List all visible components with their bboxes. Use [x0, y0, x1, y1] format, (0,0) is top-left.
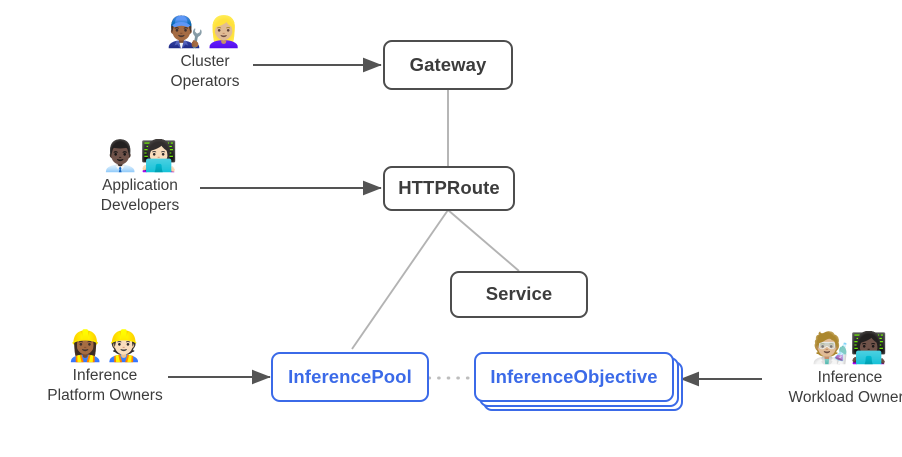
node-inferencepool-label: InferencePool — [288, 365, 412, 387]
node-service[interactable]: Service — [450, 271, 588, 318]
application-developers-label-line1: Application — [102, 177, 178, 194]
node-gateway[interactable]: Gateway — [383, 40, 513, 90]
cluster-operators-avatar-icon: 👨🏾‍🔧👱🏼‍♀️ — [166, 15, 244, 50]
inference-workload-owners-label-line1: Inference — [817, 369, 883, 386]
persona-application-developers: 👨🏿‍💼👩🏻‍💻 Application Developers — [80, 140, 200, 216]
cluster-operators-label-line1: Cluster — [180, 53, 230, 70]
inference-platform-owners-label-line2: Platform Owners — [47, 387, 163, 404]
node-inferenceobjective[interactable]: InferenceObjective — [474, 352, 674, 402]
persona-cluster-operators: 👨🏾‍🔧👱🏼‍♀️ Cluster Operators — [144, 16, 266, 92]
cluster-operators-label-line2: Operators — [170, 73, 240, 90]
persona-inference-workload-owners: 🧑🏼‍🔬👩🏿‍💻 Inference Workload Owners — [760, 332, 902, 408]
node-httproute[interactable]: HTTPRoute — [383, 166, 515, 211]
node-service-label: Service — [485, 283, 553, 305]
inference-workload-owners-avatar-icon: 🧑🏼‍🔬👩🏿‍💻 — [811, 331, 889, 366]
node-inferenceobjective-label: InferenceObjective — [490, 365, 658, 387]
edge-httproute-to-service — [447, 209, 520, 272]
edge-httproute-to-inferencepool — [351, 209, 449, 350]
node-httproute-label: HTTPRoute — [398, 177, 500, 199]
application-developers-avatar-icon: 👨🏿‍💼👩🏻‍💻 — [101, 139, 179, 174]
inference-platform-owners-label-line1: Inference — [72, 367, 138, 384]
node-inferencepool[interactable]: InferencePool — [271, 352, 429, 402]
inference-platform-owners-avatar-icon: 👷🏾‍♀️👷🏻 — [66, 329, 144, 364]
persona-inference-platform-owners: 👷🏾‍♀️👷🏻 Inference Platform Owners — [20, 330, 190, 406]
inference-workload-owners-label-line2: Workload Owners — [788, 389, 902, 406]
node-gateway-label: Gateway — [409, 53, 487, 75]
application-developers-label-line2: Developers — [100, 197, 180, 214]
